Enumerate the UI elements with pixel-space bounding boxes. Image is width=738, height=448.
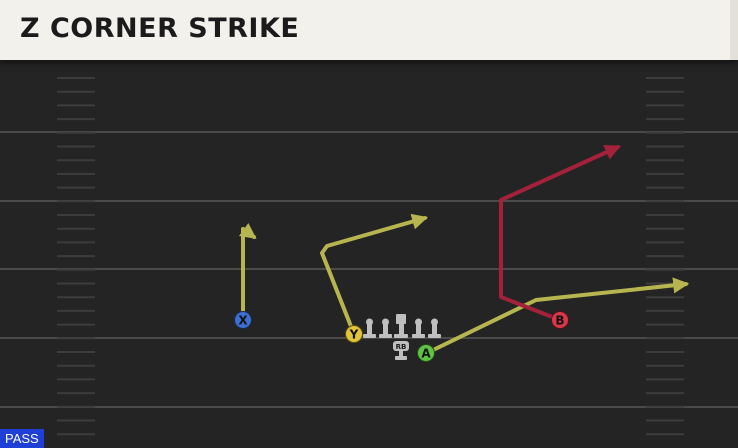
hash-marks-right <box>646 77 684 436</box>
lineman-right-tackle <box>428 318 441 338</box>
running-back-label: RB <box>396 343 407 351</box>
lineman-left-guard <box>379 318 392 338</box>
title-bar-edge <box>730 0 738 60</box>
yard-lines <box>0 131 738 408</box>
route-x-hook <box>238 223 257 239</box>
route-a <box>425 277 690 355</box>
running-back[interactable]: RB <box>393 341 409 360</box>
receiver-a-label: A <box>421 347 431 361</box>
receiver-b-label: B <box>555 314 564 328</box>
receiver-y[interactable]: Y <box>345 325 363 343</box>
hash-marks-left <box>57 77 95 436</box>
lineman-right-guard <box>412 318 425 338</box>
play-title: Z CORNER STRIKE <box>20 13 300 44</box>
offensive-line <box>363 314 441 338</box>
receiver-a[interactable]: A <box>417 344 435 362</box>
receiver-y-label: Y <box>349 328 359 342</box>
route-b <box>499 144 621 322</box>
play-title-bar: Z CORNER STRIKE <box>0 0 738 60</box>
routes <box>238 144 690 355</box>
lineman-left-tackle <box>363 318 376 338</box>
receiver-x[interactable]: X <box>234 311 252 329</box>
lineman-center <box>394 314 408 338</box>
route-y <box>320 213 429 336</box>
receiver-x-label: X <box>238 314 248 328</box>
play-type-badge: PASS <box>0 429 44 448</box>
receiver-b[interactable]: B <box>551 311 569 329</box>
